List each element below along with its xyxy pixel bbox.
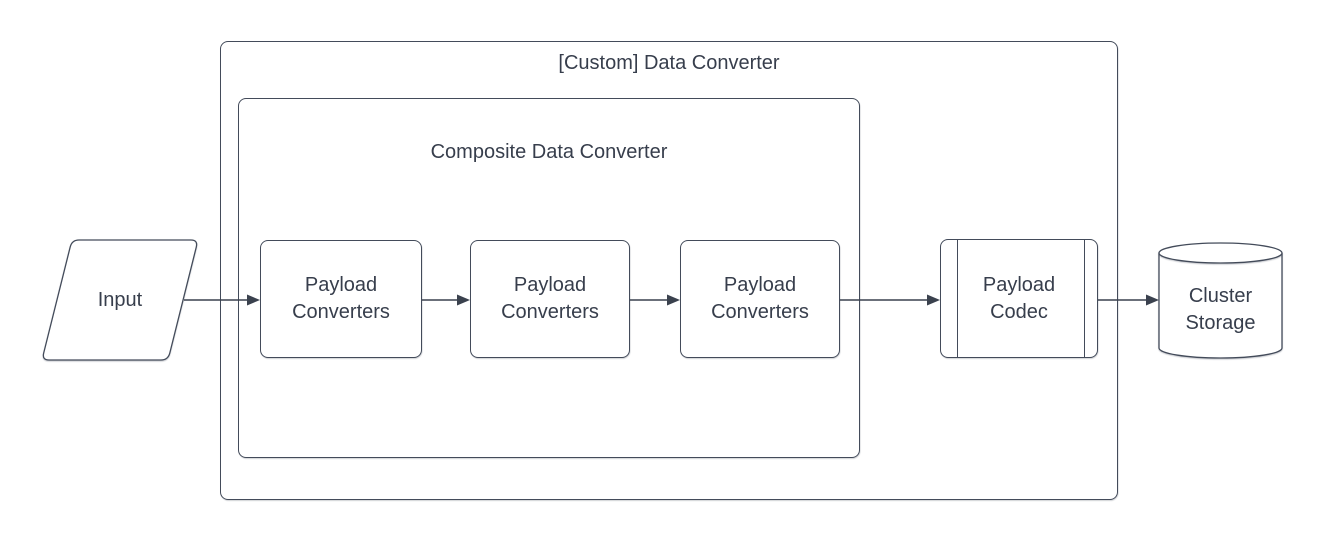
- custom-data-converter-label: [Custom] Data Converter: [558, 52, 780, 74]
- arrowhead-icon: [247, 294, 260, 306]
- payload-converters-1-label: Payload Converters: [292, 274, 390, 323]
- edge-payload-codec-to-cluster-storage: [1098, 294, 1159, 306]
- node-payload-codec: Payload Codec: [940, 239, 1098, 358]
- payload-converters-2-label: Payload Converters: [501, 274, 599, 323]
- composite-data-converter-label: Composite Data Converter: [430, 141, 668, 163]
- edge-payload-converters-3-to-payload-codec: [840, 294, 940, 306]
- codec-left-bar: [957, 240, 958, 357]
- edge-input-to-payload-converters-1: [184, 294, 260, 306]
- edge-payload-converters-2-to-3: [630, 294, 680, 306]
- node-payload-converters-3: Payload Converters: [680, 240, 840, 358]
- input-parallelogram: [42, 239, 198, 361]
- arrowhead-icon: [1146, 294, 1159, 306]
- payload-codec-label: Payload Codec: [982, 273, 1056, 323]
- node-payload-converters-1: Payload Converters: [260, 240, 422, 358]
- edge-payload-converters-1-to-2: [422, 294, 470, 306]
- cluster-storage-cylinder-top: [1158, 242, 1283, 264]
- composite-data-converter-container: [238, 98, 860, 458]
- custom-data-converter-container: [220, 41, 1118, 500]
- node-payload-converters-2: Payload Converters: [470, 240, 630, 358]
- payload-converters-3-label: Payload Converters: [711, 274, 809, 323]
- cluster-storage-cylinder-body: [1158, 253, 1283, 359]
- codec-right-bar: [1084, 240, 1085, 357]
- arrowhead-icon: [457, 294, 470, 306]
- arrowhead-icon: [667, 294, 680, 306]
- arrowhead-icon: [927, 294, 940, 306]
